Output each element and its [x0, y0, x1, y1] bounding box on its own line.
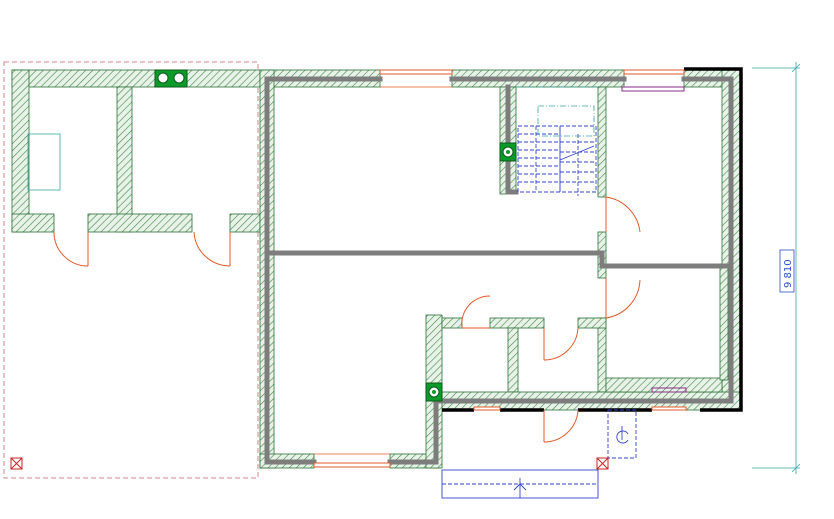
windows: [313, 69, 687, 468]
annex-doors: [53, 231, 231, 267]
heavy-edges: [442, 67, 743, 412]
stair-landing: [516, 86, 598, 137]
dimension-line: [752, 62, 801, 474]
main-doors: [461, 196, 641, 443]
dimension-label-box: 9 810: [779, 249, 795, 293]
dimension-label: 9 810: [783, 259, 794, 288]
annex-walls: [11, 69, 261, 233]
chimney-bath: [425, 382, 443, 402]
main-partitions: [264, 76, 734, 465]
chimney-stair: [499, 142, 517, 162]
appliance-box: [27, 133, 61, 191]
terrace: [441, 409, 637, 499]
chimney-annex: [154, 69, 188, 88]
stair-arrow: [559, 145, 595, 161]
main-walls: [259, 69, 741, 469]
site-boundary: [3, 61, 259, 479]
corner-markers: [10, 457, 609, 470]
purple-window-sills: [621, 86, 687, 393]
window-sills: [314, 86, 452, 455]
staircase: [517, 125, 597, 196]
